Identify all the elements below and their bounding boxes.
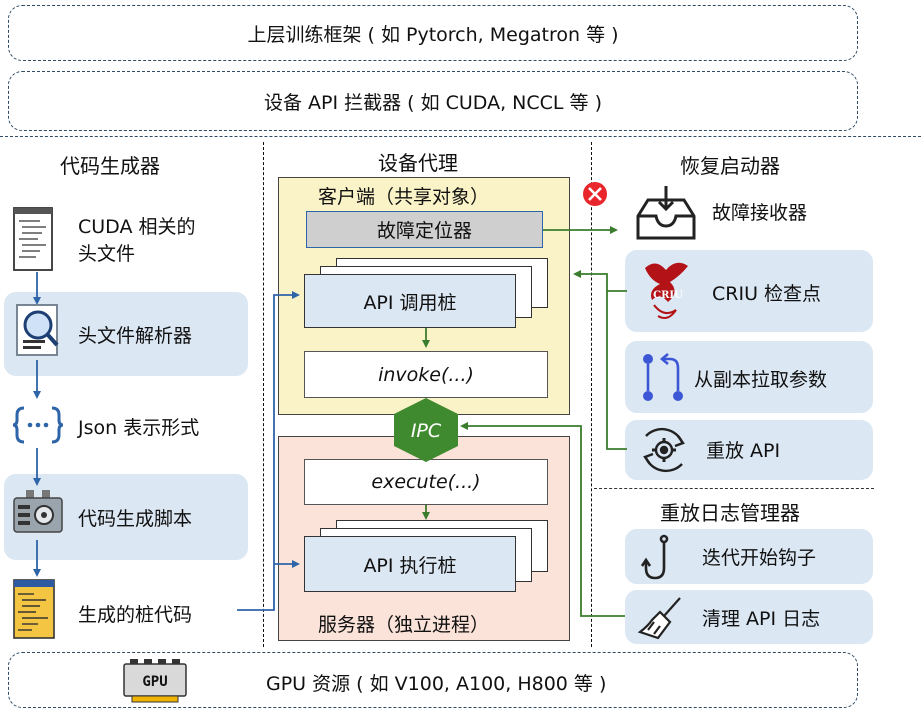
proxy-internal-arrows bbox=[422, 226, 618, 520]
error-x-icon bbox=[583, 182, 607, 206]
criu-logo-text: CRIU bbox=[653, 290, 683, 301]
fault-locator: 故障定位器 bbox=[306, 211, 543, 248]
invoke-box: invoke(...) bbox=[304, 351, 548, 398]
branch-pull-icon bbox=[643, 353, 683, 401]
code-file-icon bbox=[13, 579, 55, 639]
proxy-title: 设备代理 bbox=[378, 151, 458, 175]
codegen-item-parser: 头文件解析器 bbox=[78, 325, 193, 347]
execute-box: execute(...) bbox=[304, 459, 548, 505]
divider-left bbox=[263, 142, 264, 647]
client-title: 客户端（共享对象） bbox=[318, 186, 490, 208]
header-file-icon bbox=[13, 207, 53, 271]
ipc-arrow: IPC bbox=[394, 398, 458, 462]
gpu-resource-layer bbox=[8, 652, 858, 708]
broom-icon bbox=[637, 597, 681, 640]
pull-params-label: 从副本拉取参数 bbox=[694, 369, 828, 391]
replay-log-title: 重放日志管理器 bbox=[660, 501, 800, 525]
clean-log-label: 清理 API 日志 bbox=[702, 608, 821, 630]
fault-receiver-label: 故障接收器 bbox=[712, 202, 808, 224]
codegen-item-header: CUDA 相关的 头文件 bbox=[78, 216, 196, 265]
stub-generation-arrows bbox=[237, 291, 300, 611]
codegen-title: 代码生成器 bbox=[60, 154, 160, 178]
inbox-download-icon bbox=[636, 186, 696, 240]
upper-framework-layer: 上层训练框架 ( 如 Pytorch, Megatron 等 ) bbox=[8, 5, 858, 61]
json-braces-icon bbox=[12, 406, 64, 444]
codegen-item-script: 代码生成脚本 bbox=[78, 508, 193, 530]
recovery-title: 恢复启动器 bbox=[680, 154, 780, 178]
recovery-feedback-arrows bbox=[460, 270, 627, 617]
api-call-stub: API 调用桩 bbox=[304, 274, 516, 328]
api-exec-stub: API 执行桩 bbox=[304, 536, 516, 592]
divider-right bbox=[591, 142, 592, 647]
hook-icon bbox=[640, 534, 669, 580]
api-interceptor-layer: 设备 API 拦截器 ( 如 CUDA, NCCL 等 ) bbox=[8, 71, 858, 131]
gear-machine-icon bbox=[13, 490, 63, 533]
divider-replay-log bbox=[594, 488, 874, 489]
codegen-item-stub-code: 生成的桩代码 bbox=[78, 604, 193, 626]
server-title: 服务器（独立进程） bbox=[318, 614, 490, 636]
replay-gear-icon bbox=[643, 427, 685, 473]
criu-logo-icon: CRIU bbox=[645, 262, 688, 319]
hook-label: 迭代开始钩子 bbox=[702, 547, 817, 569]
gpu-resource-label: GPU 资源 ( 如 V100, A100, H800 等 ) bbox=[266, 673, 607, 695]
ipc-label: IPC bbox=[411, 420, 442, 442]
criu-label: CRIU 检查点 bbox=[712, 283, 822, 305]
codegen-item-json: Json 表示形式 bbox=[78, 417, 200, 439]
gpu-chip-label: GPU bbox=[142, 674, 167, 690]
pull-params-pill bbox=[625, 341, 873, 413]
section-divider bbox=[0, 136, 921, 137]
replay-api-label: 重放 API bbox=[706, 440, 781, 462]
magnifier-doc-icon bbox=[16, 304, 59, 356]
gpu-chip-icon: GPU bbox=[123, 659, 187, 703]
